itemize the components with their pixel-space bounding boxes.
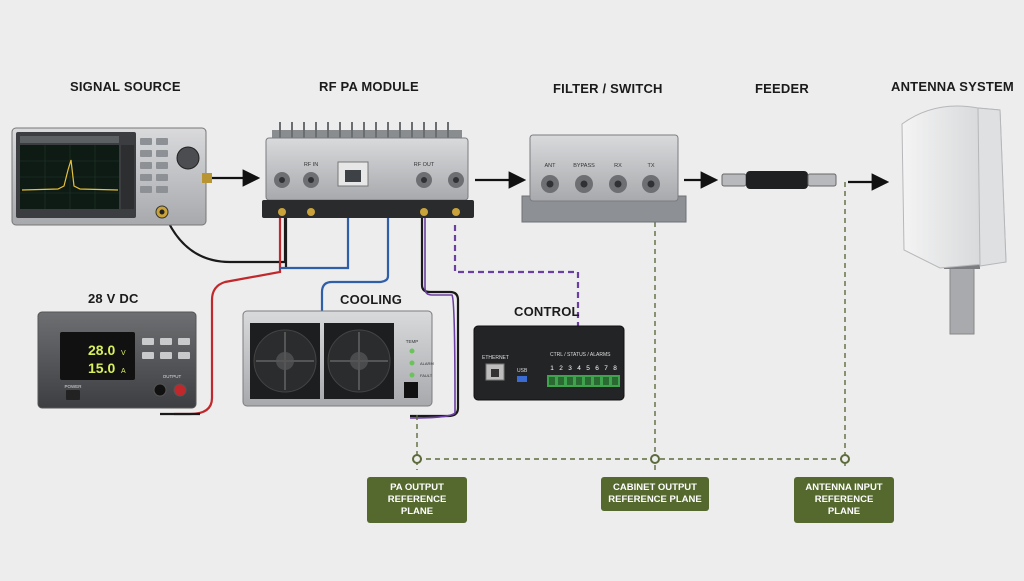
pa-output-ref-dot <box>412 454 422 464</box>
pin-label-3: 3 <box>568 365 572 372</box>
tuning-knob <box>176 146 200 170</box>
filter-port-bypass: BYPASS <box>573 163 595 169</box>
psu-output-label: OUTPUT <box>163 374 182 379</box>
cooling-led-temp: TEMP <box>406 339 419 344</box>
psu-power-button <box>66 390 80 400</box>
pa-port-label-out: RF OUT <box>414 162 435 168</box>
feeder-cable-device <box>721 171 837 189</box>
antenna-input-reference-plane: ANTENNA INPUT REFERENCE PLANE <box>794 477 894 523</box>
reference-dots <box>412 454 850 464</box>
pin-label-6: 6 <box>595 365 599 372</box>
filter-switch-device: ANT BYPASS RX TX <box>521 134 687 223</box>
psu-terminal-positive <box>173 383 187 397</box>
fan-power-cable-2 <box>409 205 456 419</box>
label-rf-pa-module: RF PA MODULE <box>319 79 419 94</box>
cabinet-output-ref-dot <box>650 454 660 464</box>
cooling-led-alarm: ALARM <box>420 361 434 366</box>
cooling-cable-1 <box>280 200 350 270</box>
cooling-unit: TEMP ALARM FAULT <box>242 310 434 407</box>
control-cable <box>453 225 580 326</box>
filter-port-tx: TX <box>647 163 654 169</box>
psu-terminal-negative <box>153 383 167 397</box>
control-usb-label: USB <box>517 368 528 374</box>
antenna-device <box>901 105 1007 335</box>
cooling-power-socket <box>404 382 418 398</box>
control-ethernet-label: ETHERNET <box>482 355 509 361</box>
rf-in-cable <box>163 210 287 264</box>
control-io-header: CTRL / STATUS / ALARMS <box>550 352 611 358</box>
pin-label-4: 4 <box>577 365 581 372</box>
label-feeder: FEEDER <box>755 81 809 96</box>
pin-label-2: 2 <box>559 365 563 372</box>
label-signal-source: SIGNAL SOURCE <box>70 79 181 94</box>
spectrum-trace <box>21 159 119 191</box>
label-dc-supply: 28 V DC <box>88 291 139 306</box>
pin-label-5: 5 <box>586 365 590 372</box>
usb-port <box>517 376 527 382</box>
filter-port-rx: RX <box>614 163 622 169</box>
pin-label-7: 7 <box>604 365 608 372</box>
dc-power-supply: 28.0 V 15.0 A POWER OUTPUT <box>37 311 197 409</box>
label-filter-switch: FILTER / SWITCH <box>553 81 663 96</box>
antenna-input-ref-line1: ANTENNA INPUT <box>805 482 883 493</box>
io-terminal-block <box>547 375 620 387</box>
pin-label-8: 8 <box>613 365 617 372</box>
label-cooling: COOLING <box>340 292 403 307</box>
psu-current-unit: A <box>121 368 126 375</box>
cooling-led-fault: FAULT <box>420 373 433 378</box>
cooling-cable-2 <box>320 200 390 312</box>
filter-port-ant: ANT <box>545 163 557 169</box>
psu-current: 15.0 <box>88 360 115 376</box>
cabinet-output-ref-line1: CABINET OUTPUT <box>613 482 697 493</box>
pa-output-reference-plane: PA OUTPUT REFERENCE PLANE <box>367 477 467 523</box>
cabinet-output-ref-line2: REFERENCE PLANE <box>608 494 702 505</box>
psu-power-label: POWER <box>64 384 82 389</box>
psu-voltage-unit: V <box>121 350 126 357</box>
rf-pa-module: RF IN RF OUT <box>262 122 474 218</box>
pa-port-label-in: RF IN <box>304 162 318 168</box>
signal-source-device <box>11 127 212 226</box>
pin-label-1: 1 <box>550 365 554 372</box>
label-antenna-system: ANTENNA SYSTEM <box>891 79 1014 94</box>
control-unit: ETHERNET USB CTRL / STATUS / ALARMS 1 2 … <box>473 325 625 401</box>
pa-output-ref-line1: PA OUTPUT <box>390 482 444 493</box>
cabinet-output-reference-plane: CABINET OUTPUT REFERENCE PLANE <box>601 477 709 511</box>
antenna-input-ref-line2: REFERENCE PLANE <box>814 494 874 517</box>
signal-arrows <box>210 169 890 191</box>
antenna-input-ref-dot <box>840 454 850 464</box>
pa-output-ref-line2: REFERENCE PLANE <box>387 494 447 517</box>
label-control: CONTROL <box>514 304 580 319</box>
cables <box>160 200 580 419</box>
psu-voltage: 28.0 <box>88 342 115 358</box>
fan-power-cable <box>410 205 460 418</box>
